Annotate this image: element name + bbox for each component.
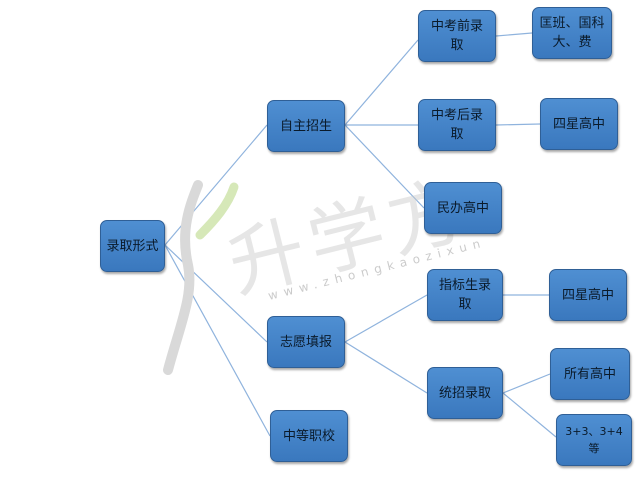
branch-zhongdeng-zhixiao[interactable]: 中等职校 <box>270 410 348 462</box>
node-label: 中考后录取 <box>431 108 484 142</box>
edge-tongzhao-leaf2 <box>502 392 557 438</box>
leaf-label: 匡班、国科大、费 <box>539 16 605 50</box>
node-label: 中考前录取 <box>431 19 484 53</box>
node-label: 统招录取 <box>438 385 491 401</box>
edge-qian-leaf <box>495 32 533 37</box>
edge-root-zizhu <box>164 124 268 246</box>
branch-zhiyuan-tianbao[interactable]: 志愿填报 <box>267 316 345 368</box>
node-minban-gaozhong[interactable]: 民办高中 <box>424 182 502 234</box>
edge-root-zhiyuan <box>164 244 268 343</box>
edge-tongzhao-leaf1 <box>502 373 551 394</box>
edge-zizhu-minban <box>344 124 425 209</box>
edge-zhiyuan-zhibiao <box>344 294 428 343</box>
node-label: 指标生录取 <box>439 278 492 312</box>
node-zhongkao-qian[interactable]: 中考前录取 <box>418 10 496 62</box>
edge-zizhu-qian <box>344 39 419 126</box>
edge-zhiyuan-tongzhao <box>344 341 428 394</box>
leaf-sixing-1[interactable]: 四星高中 <box>540 98 618 150</box>
node-tongzhao[interactable]: 统招录取 <box>427 367 503 419</box>
leaf-label: 所有高中 <box>563 366 616 382</box>
branch-label: 志愿填报 <box>279 334 332 350</box>
leaf-kuangban[interactable]: 匡班、国科大、费 <box>532 7 612 59</box>
leaf-3plus[interactable]: 3+3、3+4等 <box>556 414 632 466</box>
leaf-sixing-2[interactable]: 四星高中 <box>549 269 627 321</box>
branch-label: 自主招生 <box>279 118 332 134</box>
leaf-label: 四星高中 <box>561 287 614 303</box>
node-zhibiaosheng[interactable]: 指标生录取 <box>427 269 503 321</box>
branch-zizhu-zhaosheng[interactable]: 自主招生 <box>267 100 345 152</box>
root-label: 录取形式 <box>106 238 159 254</box>
leaf-label: 3+3、3+4等 <box>565 425 623 455</box>
branch-label: 中等职校 <box>282 428 335 444</box>
edge-root-zhongzhi <box>164 244 271 437</box>
node-label: 民办高中 <box>436 200 489 216</box>
leaf-label: 四星高中 <box>552 116 605 132</box>
edge-hou-leaf <box>495 123 541 126</box>
root-node[interactable]: 录取形式 <box>100 220 165 272</box>
node-zhongkao-hou[interactable]: 中考后录取 <box>418 99 496 151</box>
leaf-suoyou-gaozhong[interactable]: 所有高中 <box>550 348 630 400</box>
